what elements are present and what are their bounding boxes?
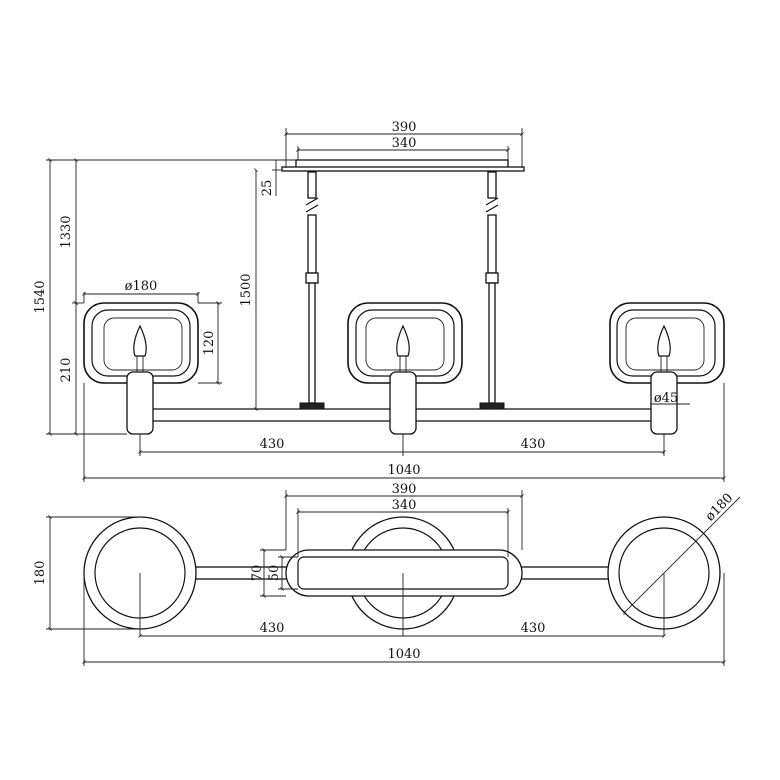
dim-spacing-front: 430 430 — [138, 434, 666, 456]
dim-label: 340 — [392, 136, 417, 151]
dim-label: 180 — [33, 561, 48, 586]
dim-shade-diameter: ø180 — [82, 279, 200, 303]
dim-label: ø45 — [654, 391, 678, 406]
dim-spacing-top: 430 430 — [138, 621, 666, 638]
dim-label: 1040 — [387, 463, 420, 478]
front-view: 390 340 25 1540 1330 — [33, 120, 726, 482]
dim-total-height: 1540 — [33, 158, 286, 436]
dim-canopy-width: 390 — [284, 120, 524, 168]
dim-label: 1540 — [33, 280, 48, 313]
dim-label: 1500 — [239, 273, 254, 306]
dim-top-depth: 180 — [33, 515, 140, 631]
dim-top-canopy-inner: 340 — [296, 498, 510, 557]
dim-body-height: 1330 — [59, 158, 78, 305]
dim-label: 390 — [392, 120, 417, 135]
dim-top-canopy-width: 390 — [284, 482, 524, 550]
dim-total-width-front: 1040 — [82, 383, 726, 482]
suspension-rod-right — [479, 171, 505, 410]
lamp-center — [347, 302, 463, 435]
top-shade-left — [83, 516, 197, 636]
top-shade-right — [607, 516, 721, 636]
dim-label: ø180 — [703, 491, 737, 525]
dim-canopy-height: 25 — [260, 159, 296, 197]
dim-label: 430 — [521, 621, 546, 636]
dim-label: 430 — [260, 621, 285, 636]
dim-label: ø180 — [125, 279, 158, 294]
dim-top-canopy-depth: 70 50 — [250, 548, 298, 598]
dim-label: 25 — [260, 180, 275, 197]
top-view: 390 340 70 50 180 ø — [33, 482, 741, 666]
lamp-right — [609, 302, 725, 435]
dim-label: 340 — [392, 498, 417, 513]
dim-label: 120 — [202, 331, 217, 356]
dim-label: 1330 — [59, 215, 74, 248]
dim-label: 210 — [59, 358, 74, 383]
dim-total-width-top: 1040 — [82, 573, 726, 666]
suspension-rod-left — [299, 171, 325, 410]
dim-label: 70 — [250, 565, 265, 582]
dim-lamp-height: 210 — [59, 301, 84, 436]
dim-drop-height: 1500 — [239, 168, 258, 411]
dim-label: 390 — [392, 482, 417, 497]
canopy — [281, 159, 525, 172]
dim-label: 430 — [260, 437, 285, 452]
top-canopy — [285, 549, 523, 636]
dim-canopy-inner: 340 — [296, 136, 510, 160]
dim-label: 430 — [521, 437, 546, 452]
lamp-left — [83, 302, 199, 435]
dim-label: 50 — [267, 565, 282, 582]
dim-shade-height: 120 — [198, 301, 222, 385]
dim-label: 1040 — [387, 647, 420, 662]
dim-socket-diameter: ø45 — [651, 391, 690, 406]
